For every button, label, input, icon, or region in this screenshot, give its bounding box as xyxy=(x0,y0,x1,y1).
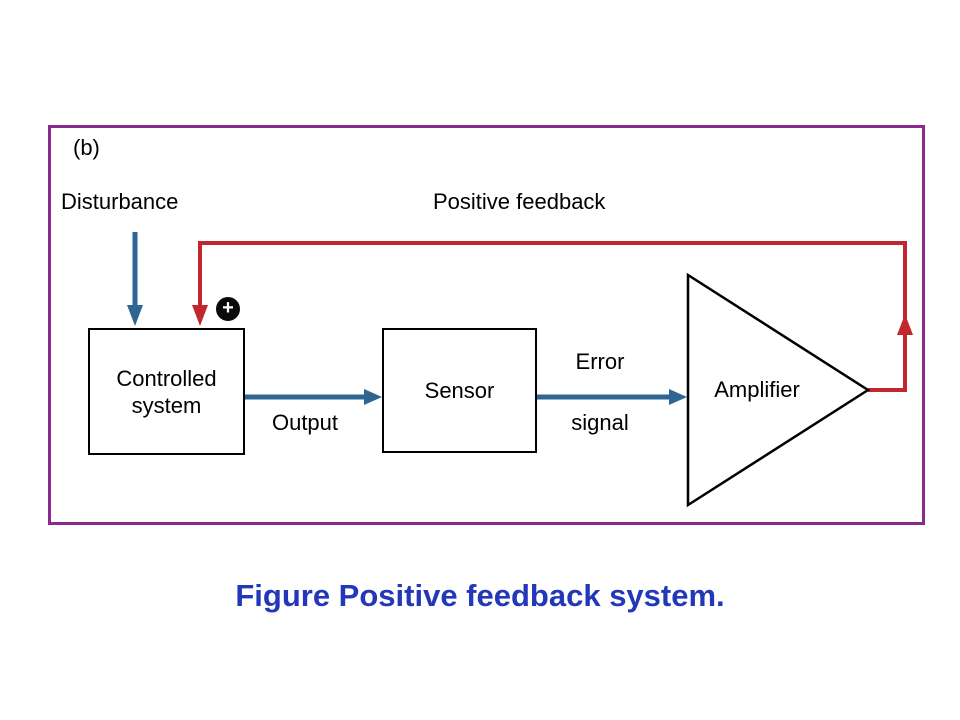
sensor-box: Sensor xyxy=(382,328,537,453)
feedback-up-arrowhead-icon xyxy=(897,314,913,335)
error-signal-arrowhead-icon xyxy=(669,389,687,405)
error-signal-label-line2: signal xyxy=(571,410,629,435)
output-label: Output xyxy=(271,410,339,435)
amplifier-label: Amplifier xyxy=(714,377,800,402)
positive-feedback-label: Positive feedback xyxy=(433,189,606,214)
controlled-system-label-line2: system xyxy=(131,392,202,418)
disturbance-label: Disturbance xyxy=(61,189,179,214)
summing-point-plus-icon: + xyxy=(216,297,240,321)
block-diagram-graphics xyxy=(127,232,913,508)
sensor-label: Sensor xyxy=(424,378,495,403)
amplifier-triangle xyxy=(686,272,871,508)
error-signal-label-line1: Error xyxy=(575,349,625,374)
controlled-system-box: Controlled system xyxy=(88,328,245,455)
positive-feedback-path xyxy=(198,241,907,392)
panel-label: (b) xyxy=(73,135,100,160)
feedback-down-arrowhead-icon xyxy=(192,305,208,326)
disturbance-arrowhead-icon xyxy=(127,305,143,326)
diagram-frame: (b) Disturbance Positive feedback + Cont… xyxy=(48,125,925,525)
output-arrowhead-icon xyxy=(364,389,382,405)
controlled-system-label-line1: Controlled xyxy=(116,365,217,391)
figure-caption: Figure Positive feedback system. xyxy=(235,578,725,613)
